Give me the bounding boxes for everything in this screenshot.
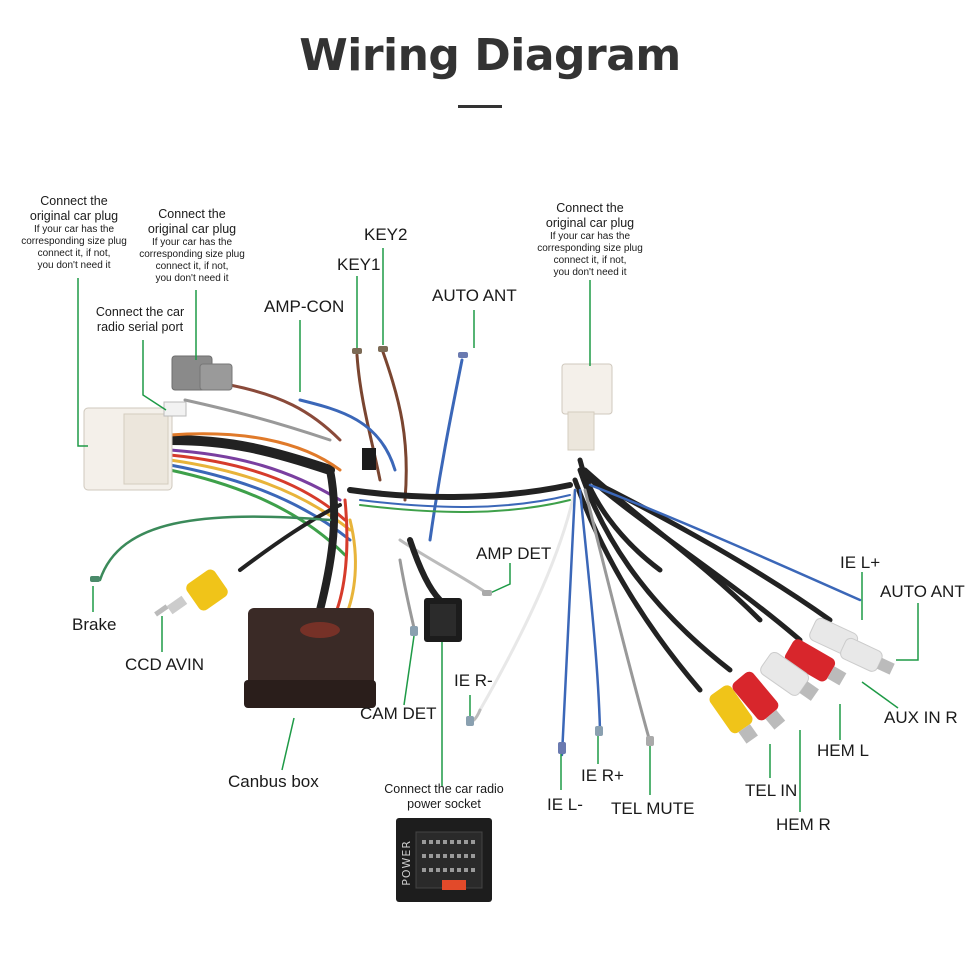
page-title: Wiring Diagram — [299, 30, 681, 81]
label-ie-l-minus: IE L- — [547, 795, 583, 814]
label-ccd-avin: CCD AVIN — [125, 655, 205, 674]
power-socket-image: POWER — [396, 818, 492, 902]
rca-hem-l — [760, 651, 819, 701]
label-key2: KEY2 — [364, 225, 408, 244]
rca-tel-in — [709, 685, 758, 744]
rca-aux-in-r — [784, 639, 847, 686]
leader-lines — [77, 248, 919, 812]
canbus-box — [244, 608, 376, 708]
serial-connector — [163, 401, 187, 417]
label-cam-det: CAM DET — [360, 704, 437, 723]
small-black-connector — [362, 448, 376, 470]
label-hem-r: HEM R — [776, 815, 831, 834]
note-original-plug-right: Connect the original car plug If your ca… — [537, 201, 643, 278]
left-white-plug — [83, 407, 173, 491]
label-amp-det: AMP DET — [476, 544, 552, 563]
label-amp-con: AMP-CON — [264, 297, 345, 316]
label-aux-in-r: AUX IN R — [884, 708, 958, 727]
gray-plug — [171, 355, 233, 391]
label-brake: Brake — [72, 615, 117, 634]
label-ie-l-plus: IE L+ — [840, 553, 881, 572]
rca-hem-r — [732, 671, 786, 730]
label-key1: KEY1 — [337, 255, 381, 274]
wire-terminals — [90, 346, 654, 754]
label-ie-r-minus: IE R- — [454, 671, 493, 690]
note-original-plug-left: Connect the original car plug If your ca… — [21, 194, 127, 271]
label-canbus-box: Canbus box — [228, 772, 319, 791]
note-power-socket: Connect the car radio power socket — [384, 782, 504, 811]
wire-bundle — [98, 350, 862, 757]
label-auto-ant-right: AUTO ANT — [880, 582, 965, 601]
label-auto-ant-top: AUTO ANT — [432, 286, 517, 305]
socket-pins — [415, 831, 483, 890]
title-underline — [458, 105, 502, 108]
note-serial-port: Connect the car radio serial port — [95, 305, 185, 334]
note-original-plug-mid: Connect the original car plug If your ca… — [139, 207, 245, 284]
label-ie-r-plus: IE R+ — [581, 766, 624, 785]
black-connector — [424, 598, 462, 642]
label-tel-mute: TEL MUTE — [611, 799, 695, 818]
rca-auto-ant-right — [840, 637, 895, 675]
right-white-plug — [561, 363, 613, 451]
label-hem-l: HEM L — [817, 741, 869, 760]
rca-ccd-avin — [154, 569, 228, 617]
label-tel-in: TEL IN — [745, 781, 798, 800]
